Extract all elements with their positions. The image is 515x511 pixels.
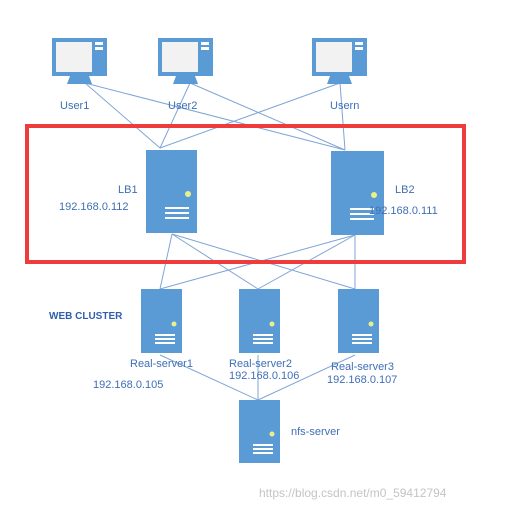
link-rs1-nfs <box>159 354 259 401</box>
lb1-server: LB1 192.168.0.112 <box>59 150 197 233</box>
nfs-server: nfs-server <box>239 400 340 463</box>
lb1-ip: 192.168.0.112 <box>59 201 129 213</box>
lb2-server: LB2 192.168.0.111 <box>331 151 438 235</box>
real-server-3: Real-server3 192.168.0.107 <box>327 289 397 386</box>
client-label: User2 <box>168 100 197 112</box>
client-user2: User2 <box>158 38 213 112</box>
real-server-3-ip: 192.168.0.107 <box>327 374 397 386</box>
client-user1: User1 <box>52 38 107 112</box>
real-server-2-ip: 192.168.0.106 <box>229 370 299 382</box>
nfs-server-label: nfs-server <box>291 426 340 438</box>
lb1-label: LB1 <box>118 184 138 196</box>
client-usern: Usern <box>312 38 367 112</box>
client-label: User1 <box>60 100 89 112</box>
watermark: https://blog.csdn.net/m0_59412794 <box>259 486 447 500</box>
web-cluster-label: WEB CLUSTER <box>49 311 123 322</box>
client-label: Usern <box>330 100 359 112</box>
real-server-2-label: Real-server2 <box>229 358 292 370</box>
link-user2-lb2 <box>189 82 346 151</box>
lb2-label: LB2 <box>395 184 415 196</box>
link-user2-lb1 <box>159 82 191 149</box>
real-server-2: Real-server2 192.168.0.106 <box>229 289 299 382</box>
real-server-1: Real-server1 192.168.0.105 <box>93 289 193 391</box>
link-user1-lb2 <box>84 82 346 151</box>
real-server-1-label: Real-server1 <box>130 358 193 370</box>
link-user1-lb1 <box>84 82 161 149</box>
link-usern-lb1 <box>159 82 341 149</box>
real-server-3-label: Real-server3 <box>331 361 394 373</box>
link-rs3-nfs <box>257 354 356 401</box>
lb-highlight-box <box>25 124 466 264</box>
real-server-1-ip: 192.168.0.105 <box>93 379 163 391</box>
link-usern-lb2 <box>339 82 346 151</box>
lb2-ip: 192.168.0.111 <box>369 205 438 217</box>
connections <box>84 82 356 401</box>
